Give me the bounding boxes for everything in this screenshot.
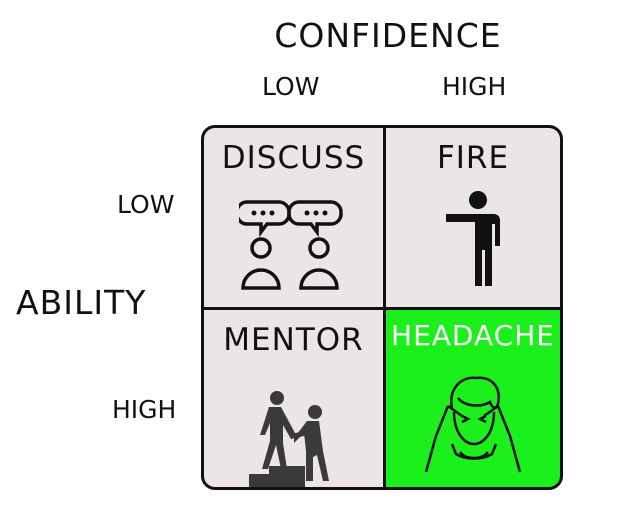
person-pointing-icon: [446, 191, 500, 286]
row-axis-title: ABILITY: [16, 283, 147, 322]
column-level-low: LOW: [262, 72, 320, 101]
quadrant-mentor: MENTOR: [204, 310, 383, 487]
column-axis-title: CONFIDENCE: [274, 16, 502, 55]
quadrant-headache: HEADACHE: [386, 310, 560, 487]
row-level-high: HIGH: [112, 395, 177, 424]
quadrant-grid: DISCUSS FIRE MENTOR HEADACHE: [201, 125, 563, 490]
two-people-talking-icon: [238, 200, 343, 290]
column-level-high: HIGH: [442, 72, 507, 101]
quadrant-discuss: DISCUSS: [204, 128, 383, 307]
quadrant-label: DISCUSS: [221, 140, 366, 176]
person-headache-icon: [424, 376, 522, 473]
quadrant-label: HEADACHE: [391, 319, 555, 352]
quadrant-label: MENTOR: [223, 322, 364, 358]
person-helping-up-stairs-icon: [248, 391, 329, 487]
quadrant-fire: FIRE: [386, 128, 560, 307]
row-level-low: LOW: [117, 190, 175, 219]
quadrant-label: FIRE: [436, 140, 510, 176]
